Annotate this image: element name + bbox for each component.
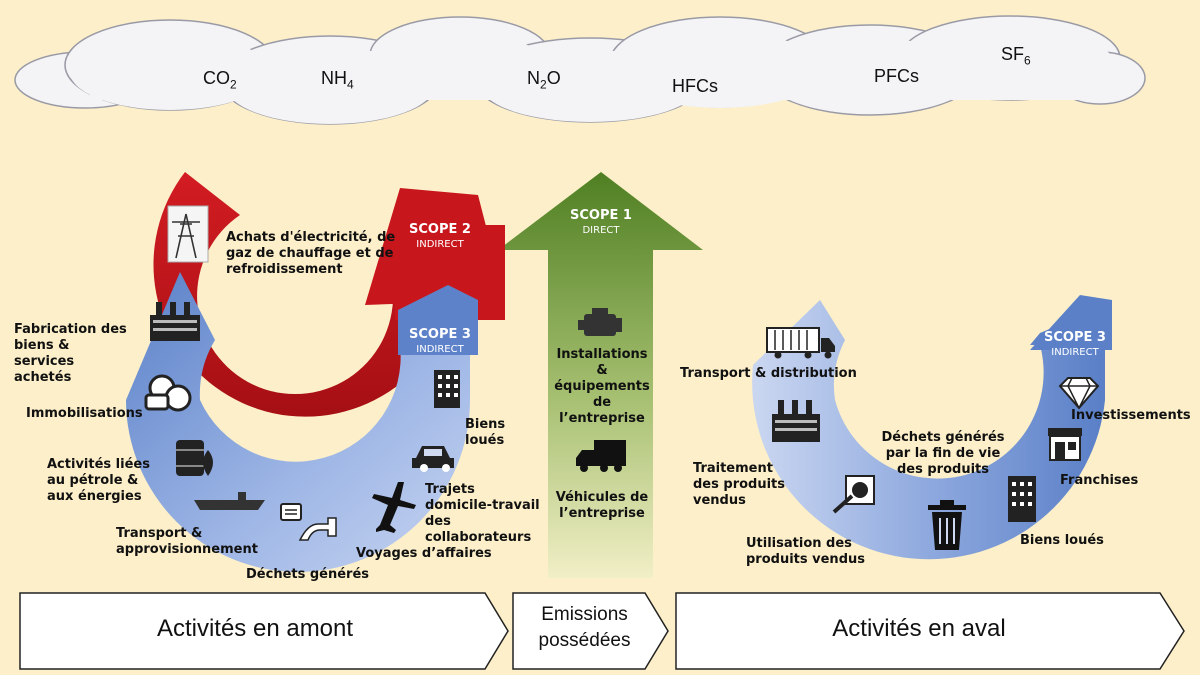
- gas-co2: CO2: [203, 68, 237, 92]
- label-energie: Activités liées au pétrole & aux énergie…: [47, 457, 150, 504]
- label-vehicules: Véhicules de l’entreprise: [555, 490, 649, 521]
- diamond-icon: [1058, 377, 1100, 410]
- aval-bar: [675, 592, 1185, 670]
- truck-icon: [576, 440, 626, 472]
- gas-n2o: N2O: [527, 68, 561, 92]
- label-fabrication: Fabrication des biens & services achetés: [14, 322, 127, 385]
- scope2-arrow: [153, 172, 445, 417]
- building-icon: [434, 370, 460, 408]
- amont-bar: [19, 592, 509, 670]
- factory-icon-downstream: [772, 400, 820, 442]
- engine-icon: [578, 308, 622, 336]
- shop-icon: [1048, 428, 1082, 461]
- power-pylon-icon: [167, 205, 209, 263]
- amont-bar-label: Activités en amont: [156, 615, 354, 642]
- label-dechets: Déchets générés: [246, 567, 370, 582]
- label-transport-approvisionnement: Transport & approvisionnement: [116, 526, 258, 557]
- emissions-line2: possédées: [538, 630, 631, 651]
- factory-icon: [150, 302, 200, 341]
- label-transport-distribution: Transport & distribution: [680, 366, 857, 381]
- label-utilisation: Utilisation des produits vendus: [746, 536, 865, 567]
- label-installations: Installations & équipements de l’entrepr…: [554, 347, 650, 426]
- oil-barrel-icon: [176, 440, 213, 476]
- gas-pfcs: PFCs: [874, 66, 919, 86]
- emissions-bar: [512, 592, 669, 670]
- building-icon-downstream: [1008, 476, 1036, 522]
- coins-icon: [144, 374, 192, 412]
- label-traitement: Traitement des produits vendus: [693, 461, 786, 508]
- label-franchises: Franchises: [1060, 473, 1139, 488]
- aval-bar-label: Activités en aval: [832, 615, 1006, 642]
- label-biens-loues-aval: Biens loués: [1020, 533, 1104, 548]
- scope2-electricity-label: Achats d'électricité, de gaz de chauffag…: [226, 230, 396, 277]
- scope1-arrow: [498, 172, 703, 578]
- gas-nh4: NH4: [321, 68, 354, 92]
- gas-sf6: SF6: [1001, 44, 1031, 68]
- emissions-bar-label: Emissions possédées: [513, 602, 656, 654]
- power-plug-icon: [832, 475, 875, 514]
- waste-icon: [280, 503, 337, 541]
- label-trajets: Trajets domicile-travail des collaborate…: [425, 482, 540, 545]
- label-investissements: Investissements: [1071, 408, 1191, 423]
- trash-bin-icon: [928, 500, 966, 550]
- container-truck-icon: [766, 327, 835, 359]
- car-icon: [412, 446, 454, 472]
- label-fin-de-vie: Déchets générés par la fin de vie des pr…: [881, 430, 1005, 477]
- gas-hfcs: HFCs: [672, 76, 718, 96]
- label-immobilisations: Immobilisations: [26, 406, 143, 421]
- emissions-line1: Emissions: [541, 604, 628, 625]
- cargo-ship-icon: [194, 492, 265, 510]
- label-biens-loues-amont: Biens loués: [465, 417, 506, 448]
- airplane-icon: [372, 482, 416, 533]
- label-voyages: Voyages d’affaires: [356, 546, 492, 561]
